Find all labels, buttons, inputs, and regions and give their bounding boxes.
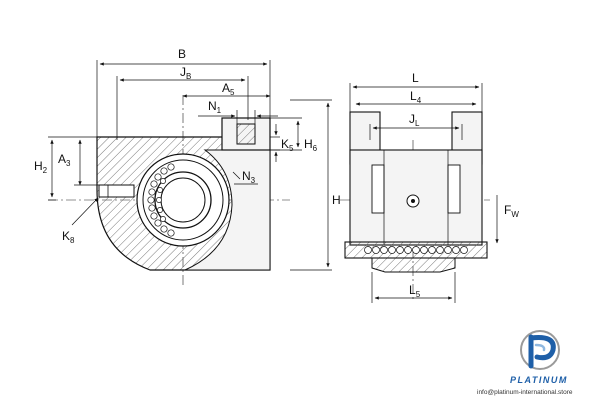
left-view-side-section xyxy=(48,95,290,285)
label-H: H xyxy=(332,193,341,207)
label-H2: H2 xyxy=(34,159,48,175)
logo-highlight xyxy=(534,343,546,352)
label-H6: H6 xyxy=(304,137,318,153)
shaft-bore xyxy=(160,177,206,223)
platinum-logo: PLATINUM info@platinum-international.sto… xyxy=(477,330,573,396)
label-L4: L4 xyxy=(410,89,422,105)
ball-row-balls xyxy=(364,246,468,254)
left-view-dimensions xyxy=(48,60,332,271)
lube-point-center xyxy=(411,199,415,203)
label-JL: JL xyxy=(409,112,420,128)
housing-outer-face xyxy=(184,149,271,271)
logo-bowl xyxy=(528,335,556,361)
label-B: B xyxy=(178,47,186,61)
bearing-outer-race xyxy=(142,159,224,241)
brand-email: info@platinum-international.store xyxy=(477,389,573,396)
right-view-dimensions xyxy=(349,83,499,303)
label-L5: L5 xyxy=(409,283,421,299)
right-view-front xyxy=(340,111,490,300)
label-K5: K5 xyxy=(281,137,294,153)
label-A5: A5 xyxy=(222,81,235,97)
lube-nipple xyxy=(98,184,135,198)
right-pocket xyxy=(447,164,461,214)
ball-ring xyxy=(147,163,175,237)
label-N3: N3 xyxy=(242,169,256,185)
label-L: L xyxy=(412,71,419,85)
label-FW: FW xyxy=(504,203,519,219)
logo-ring xyxy=(520,330,560,370)
label-A3: A3 xyxy=(58,152,71,168)
left-view-labels: B JB A5 N1 K5 H6 H H2 A3 N3 K8 xyxy=(34,47,341,245)
label-JB: JB xyxy=(180,65,191,81)
base-mount xyxy=(371,257,456,273)
label-K8: K8 xyxy=(62,229,75,245)
mounting-slot xyxy=(236,123,256,145)
left-pocket xyxy=(371,164,385,214)
right-view-labels: L L4 JL FW L5 xyxy=(409,71,519,299)
brand-name: PLATINUM xyxy=(510,375,568,385)
label-N1: N1 xyxy=(208,99,222,115)
